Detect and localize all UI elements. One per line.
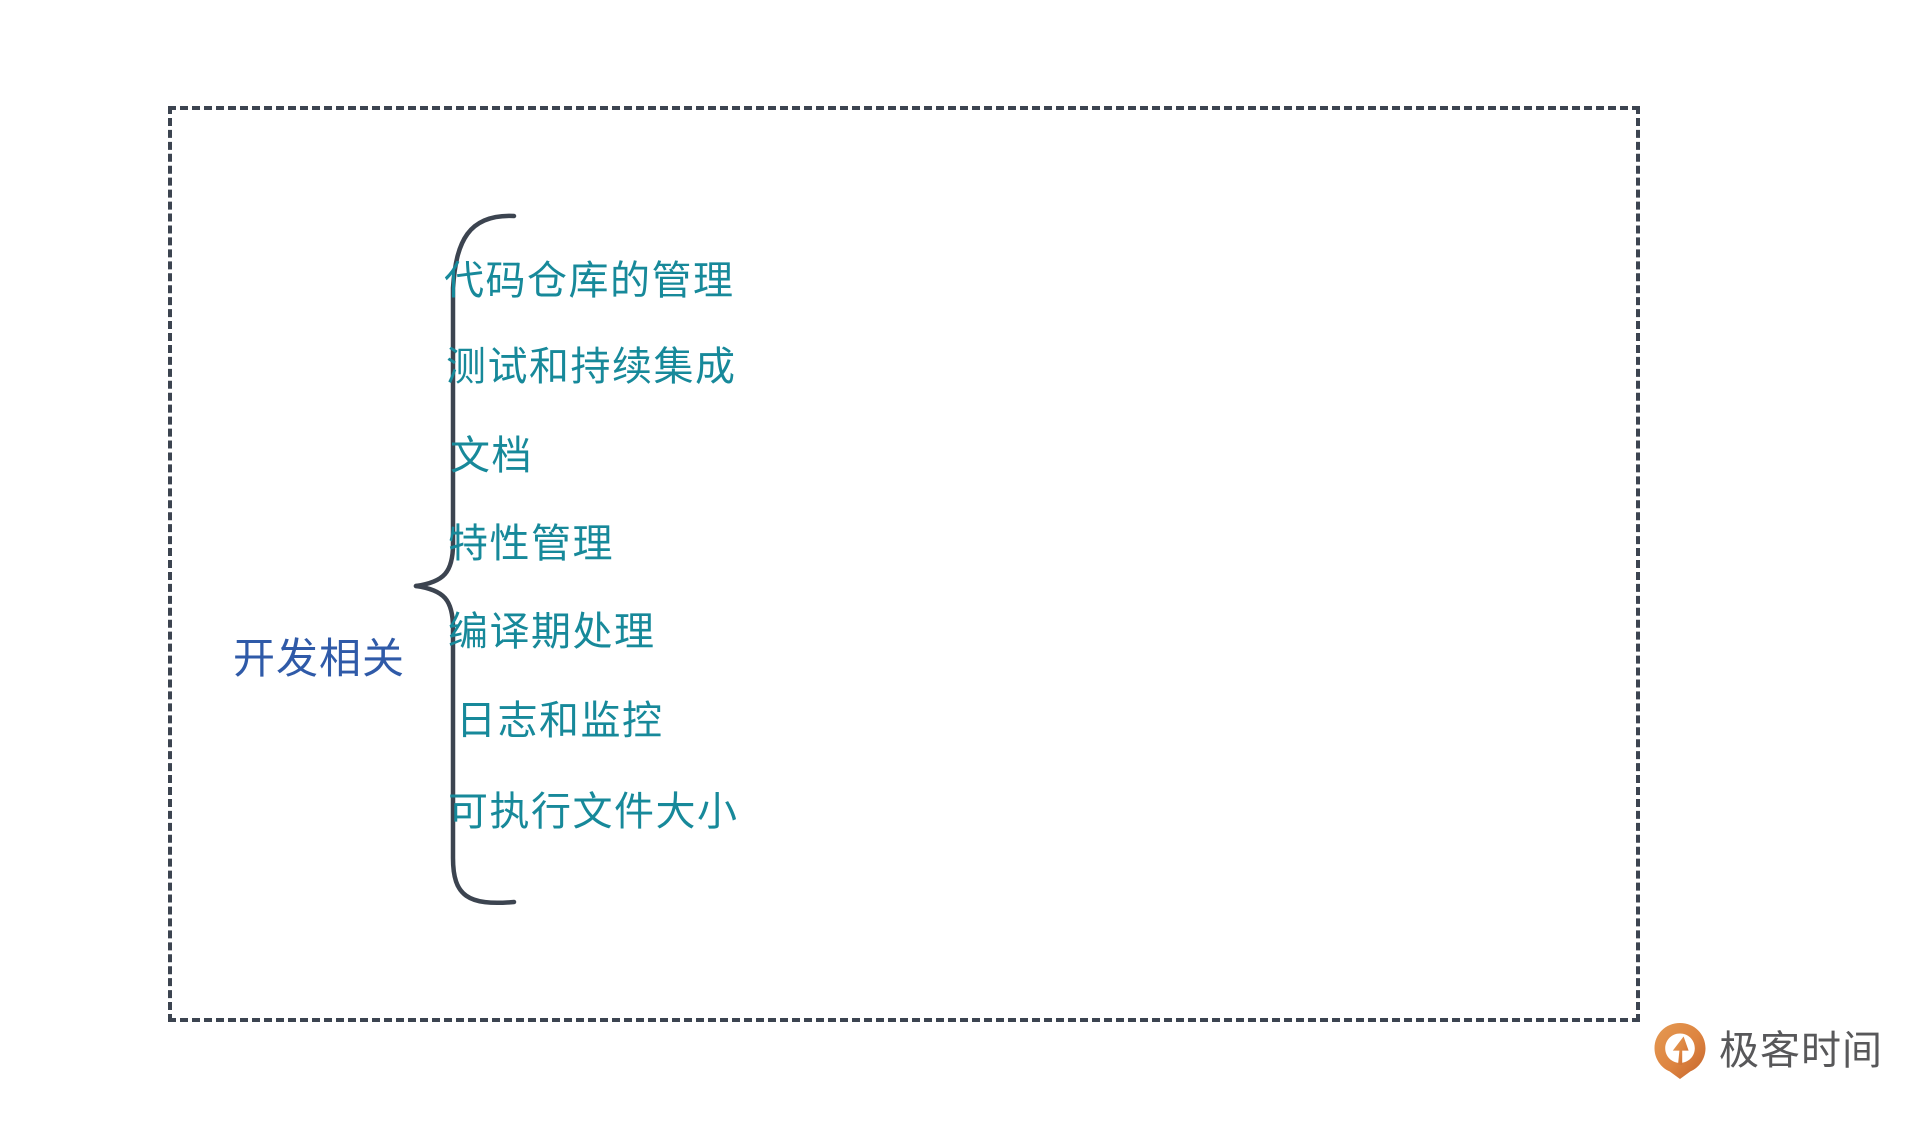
branch-item-6: 日志和监控 bbox=[456, 699, 664, 743]
branch-item-5: 编译期处理 bbox=[448, 610, 656, 654]
brand-watermark: 极客时间 bbox=[1652, 1016, 1883, 1086]
branch-item-3: 文档 bbox=[450, 434, 533, 478]
geektime-logo-icon bbox=[1654, 1023, 1706, 1079]
brand-name: 极客时间 bbox=[1719, 1029, 1883, 1073]
mindmap-diagram: 开发相关 代码仓库的管理 测试和持续集成 文档 特性管理 编译期处理 日志和监控… bbox=[168, 106, 1640, 1022]
branch-item-7: 可执行文件大小 bbox=[448, 790, 739, 834]
branch-item-4: 特性管理 bbox=[448, 522, 614, 566]
root-node-label: 开发相关 bbox=[233, 635, 406, 682]
brace-connector bbox=[413, 213, 517, 905]
branch-item-2: 测试和持续集成 bbox=[446, 345, 737, 389]
branch-item-1: 代码仓库的管理 bbox=[444, 259, 735, 303]
